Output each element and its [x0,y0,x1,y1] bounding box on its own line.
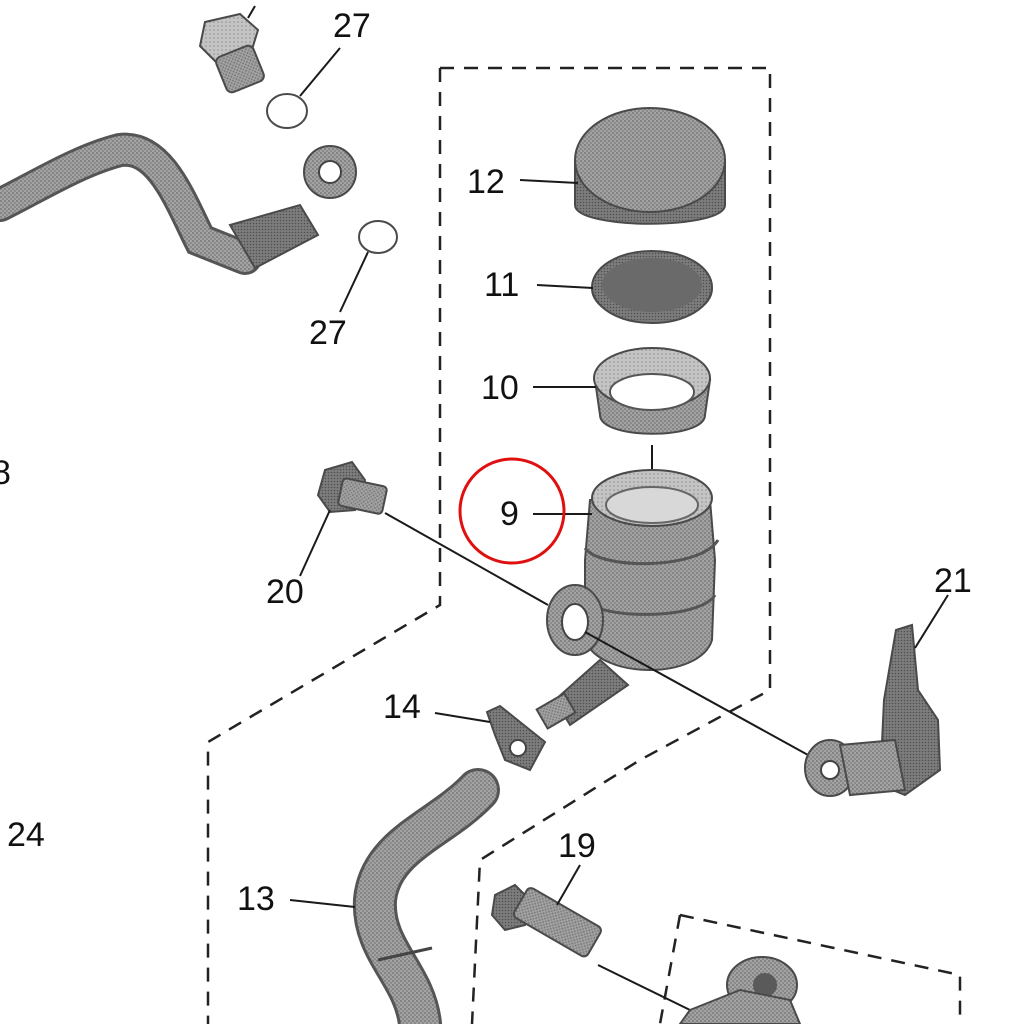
crush-washer-bottom [358,220,398,254]
crush-washer-top [266,93,308,129]
callout-21: 21 [934,562,972,600]
diaphragm-holder [593,347,712,435]
assembly-line-21 [584,631,809,756]
callout-11: 11 [484,266,519,304]
caliper-bolt [490,883,602,958]
callout-24: 24 [7,816,45,854]
callout-8-partial: 8 [0,454,11,492]
banjo-bolt [198,12,265,94]
callout-9: 9 [500,495,519,533]
caliper-assembly-boundary [658,913,962,1024]
reservoir-assembly-boundary [206,66,772,1024]
master-cylinder-partial [678,956,802,1024]
reservoir-hose [352,768,500,1024]
brake-hose-upper [0,132,357,275]
reservoir-bracket [804,623,942,797]
callout-19: 19 [558,827,596,865]
callout-10: 10 [481,369,519,407]
callout-27-bottom: 27 [309,314,347,352]
assembly-line-20 [384,512,549,606]
callout-20: 20 [266,573,304,611]
reservoir-body [535,469,720,730]
assembly-line-19 [597,964,691,1011]
reservoir-cap [574,107,726,225]
leader-lines [247,5,949,908]
callout-27-top: 27 [333,7,371,45]
callout-13: 13 [237,880,275,918]
reservoir-diaphragm [591,250,713,324]
callout-14: 14 [383,688,421,726]
hose-clamp [485,704,547,772]
highlight-circle [458,457,566,565]
callout-12: 12 [467,163,505,201]
mounting-bolt [316,460,388,515]
